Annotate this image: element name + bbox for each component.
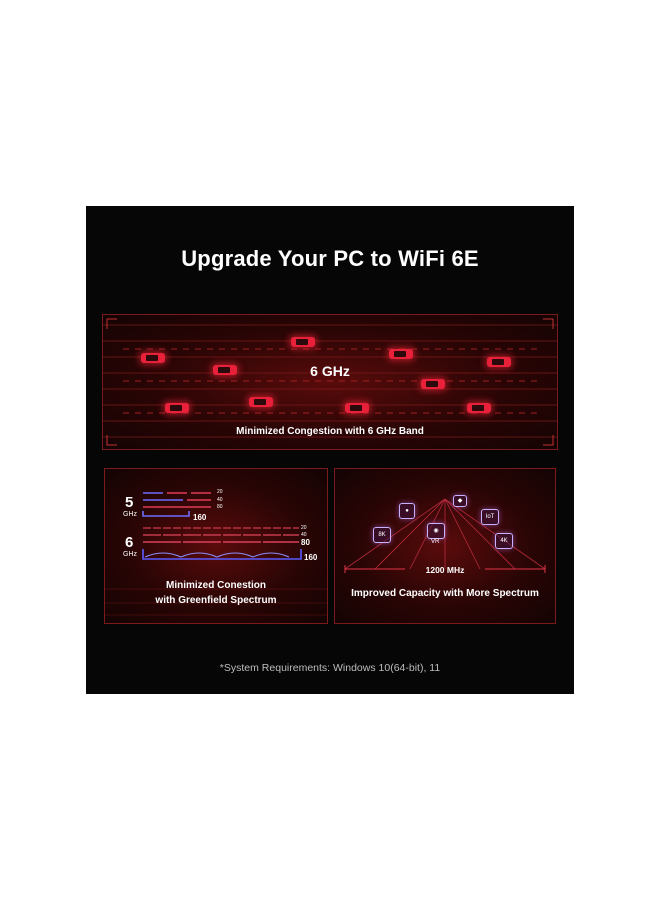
greenfield-panel: 5 GHz 20 40 80 160 6 GHz 20 40 80 160 Mi…: [104, 468, 328, 624]
car-icon: [487, 357, 511, 367]
car-icon: [291, 337, 315, 347]
width-label: 40: [301, 532, 307, 538]
band-6-unit: GHz: [123, 551, 137, 558]
width-label: 20: [217, 489, 223, 495]
width-label: 160: [193, 513, 207, 522]
car-icon: [421, 379, 445, 389]
six-ghz-panel: 6 GHz Minimized Congestion with 6 GHz Ba…: [102, 314, 558, 450]
car-icon: [141, 353, 165, 363]
band-5-unit: GHz: [123, 511, 137, 518]
channel-width-chart: [105, 492, 327, 616]
left-caption-line2: with Greenfield Spectrum: [155, 595, 277, 606]
vr-icon: ◉: [427, 523, 445, 539]
banner-title: Upgrade Your PC to WiFi 6E: [181, 246, 479, 271]
right-panel-caption: Improved Capacity with More Spectrum: [351, 588, 539, 599]
band-label-6ghz: 6 GHz: [310, 363, 350, 379]
product-banner: Upgrade Your PC to WiFi 6E: [86, 206, 574, 694]
system-requirements-note: *System Requirements: Windows 10(64-bit)…: [219, 662, 441, 674]
left-caption-line1: Minimized Conestion: [166, 580, 266, 591]
cube-icon: ◆: [453, 495, 467, 507]
car-icon: [345, 403, 369, 413]
width-label: 80: [301, 538, 310, 547]
car-icon: [249, 397, 273, 407]
iot-icon: IoT: [481, 509, 499, 525]
car-icon: [213, 365, 237, 375]
8k-icon: 8K: [373, 527, 391, 543]
gamepad-icon: ●: [399, 503, 415, 519]
width-label: 160: [304, 553, 318, 562]
car-icon: [467, 403, 491, 413]
4k-icon: 4K: [495, 533, 513, 549]
band-6-number: 6: [125, 534, 134, 551]
spectrum-label: 1200 MHz: [425, 565, 465, 575]
top-panel-caption: Minimized Congestion with 6 GHz Band: [236, 426, 424, 437]
vr-label: VR: [431, 539, 440, 545]
car-icon: [165, 403, 189, 413]
width-label: 40: [217, 497, 223, 503]
width-label: 20: [301, 525, 307, 531]
band-5-number: 5: [125, 494, 134, 511]
car-icon: [389, 349, 413, 359]
spectrum-panel: 8K ● ◉ VR ◆ IoT 4K 1200 MHz Improved Cap…: [334, 468, 556, 624]
width-label: 80: [217, 504, 223, 510]
